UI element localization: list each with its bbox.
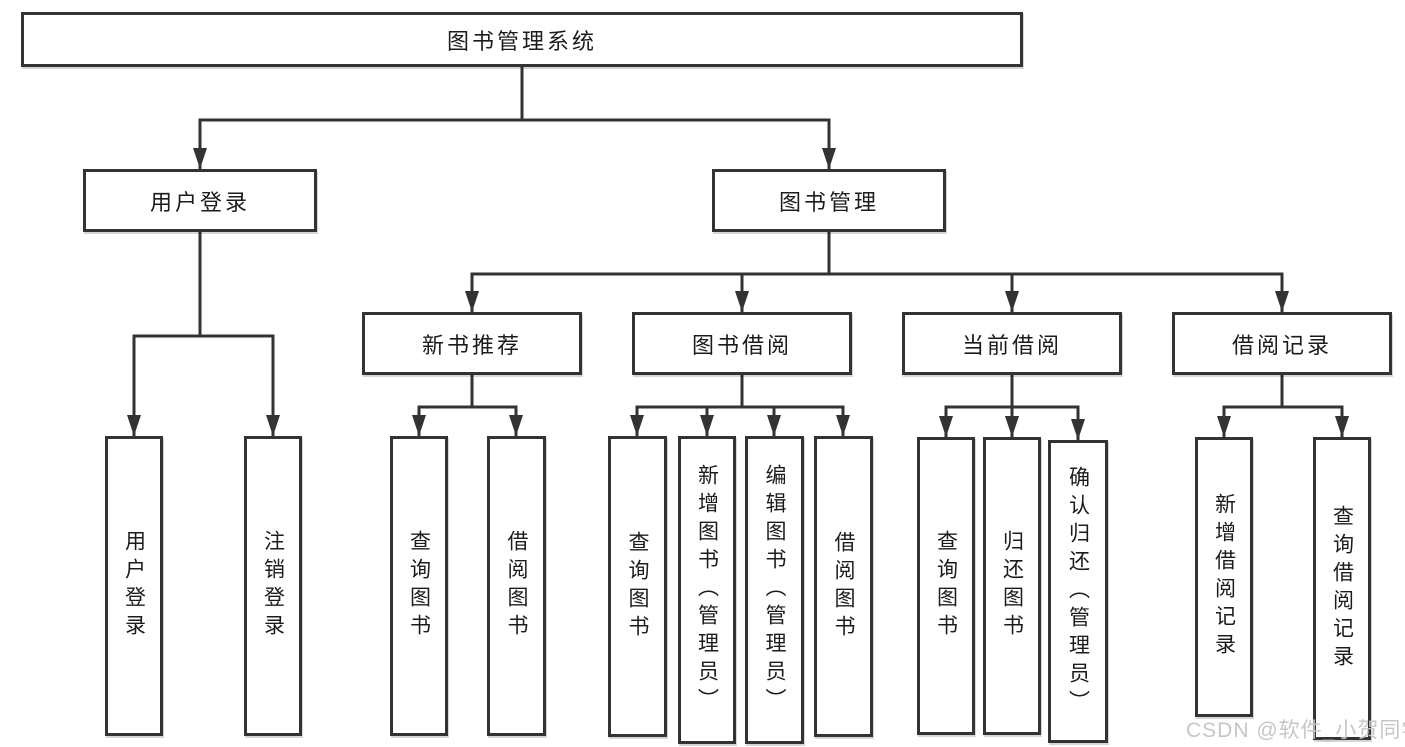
leaf-borrowing-query-books: 查询图书 xyxy=(608,436,667,737)
leaf-borrowing-edit-books-admin-label: 编辑图书（管理员） xyxy=(763,464,786,716)
node-new-book-recommend: 新书推荐 xyxy=(362,312,582,375)
leaf-records-add-record: 新增借阅记录 xyxy=(1195,437,1253,717)
leaf-borrowing-query-books-label: 查询图书 xyxy=(626,530,649,643)
node-root-label: 图书管理系统 xyxy=(446,28,597,54)
leaf-borrowing-add-books-admin: 新增图书（管理员） xyxy=(678,436,736,744)
leaf-current-confirm-return-admin: 确认归还（管理员） xyxy=(1048,440,1108,743)
leaf-borrowing-add-books-admin-label: 新增图书（管理员） xyxy=(695,464,719,716)
leaf-borrowing-borrow-books: 借阅图书 xyxy=(814,436,873,737)
node-book-management: 图书管理 xyxy=(712,169,946,232)
leaf-current-return-books: 归还图书 xyxy=(983,437,1041,735)
leaf-records-add-record-label: 新增借阅记录 xyxy=(1212,493,1236,661)
leaf-current-return-books-label: 归还图书 xyxy=(1000,530,1024,642)
node-borrow-records-label: 借阅记录 xyxy=(1231,332,1332,358)
leaf-records-query-record-label: 查询借阅记录 xyxy=(1330,504,1354,673)
leaf-current-confirm-return-admin-label: 确认归还（管理员） xyxy=(1066,465,1090,718)
leaf-newbooks-borrow-books: 借阅图书 xyxy=(487,436,546,736)
node-book-management-label: 图书管理 xyxy=(778,189,879,215)
node-new-book-recommend-label: 新书推荐 xyxy=(421,332,522,358)
leaf-newbooks-borrow-books-label: 借阅图书 xyxy=(505,530,528,642)
leaf-user-login-label: 用户登录 xyxy=(122,530,146,642)
node-book-borrowing-label: 图书借阅 xyxy=(691,332,792,358)
leaf-logout-login-label: 注销登录 xyxy=(261,530,285,642)
node-user-login: 用户登录 xyxy=(83,169,317,232)
leaf-current-query-books-label: 查询图书 xyxy=(934,530,958,642)
leaf-current-query-books: 查询图书 xyxy=(917,437,975,735)
leaf-newbooks-query-books-label: 查询图书 xyxy=(407,530,431,642)
leaf-user-login: 用户登录 xyxy=(105,436,163,736)
leaf-borrowing-borrow-books-label: 借阅图书 xyxy=(832,530,855,643)
node-root: 图书管理系统 xyxy=(21,12,1023,67)
leaf-borrowing-edit-books-admin: 编辑图书（管理员） xyxy=(745,436,804,744)
leaf-records-query-record: 查询借阅记录 xyxy=(1313,437,1371,740)
node-book-borrowing: 图书借阅 xyxy=(632,312,852,375)
leaf-newbooks-query-books: 查询图书 xyxy=(390,436,448,736)
csdn-watermark: CSDN @软件_小贺同学 xyxy=(1186,719,1405,742)
node-current-borrowing-label: 当前借阅 xyxy=(961,332,1062,358)
leaf-logout-login: 注销登录 xyxy=(244,436,302,736)
node-user-login-label: 用户登录 xyxy=(149,189,250,215)
node-borrow-records: 借阅记录 xyxy=(1172,312,1392,375)
node-current-borrowing: 当前借阅 xyxy=(902,312,1122,375)
